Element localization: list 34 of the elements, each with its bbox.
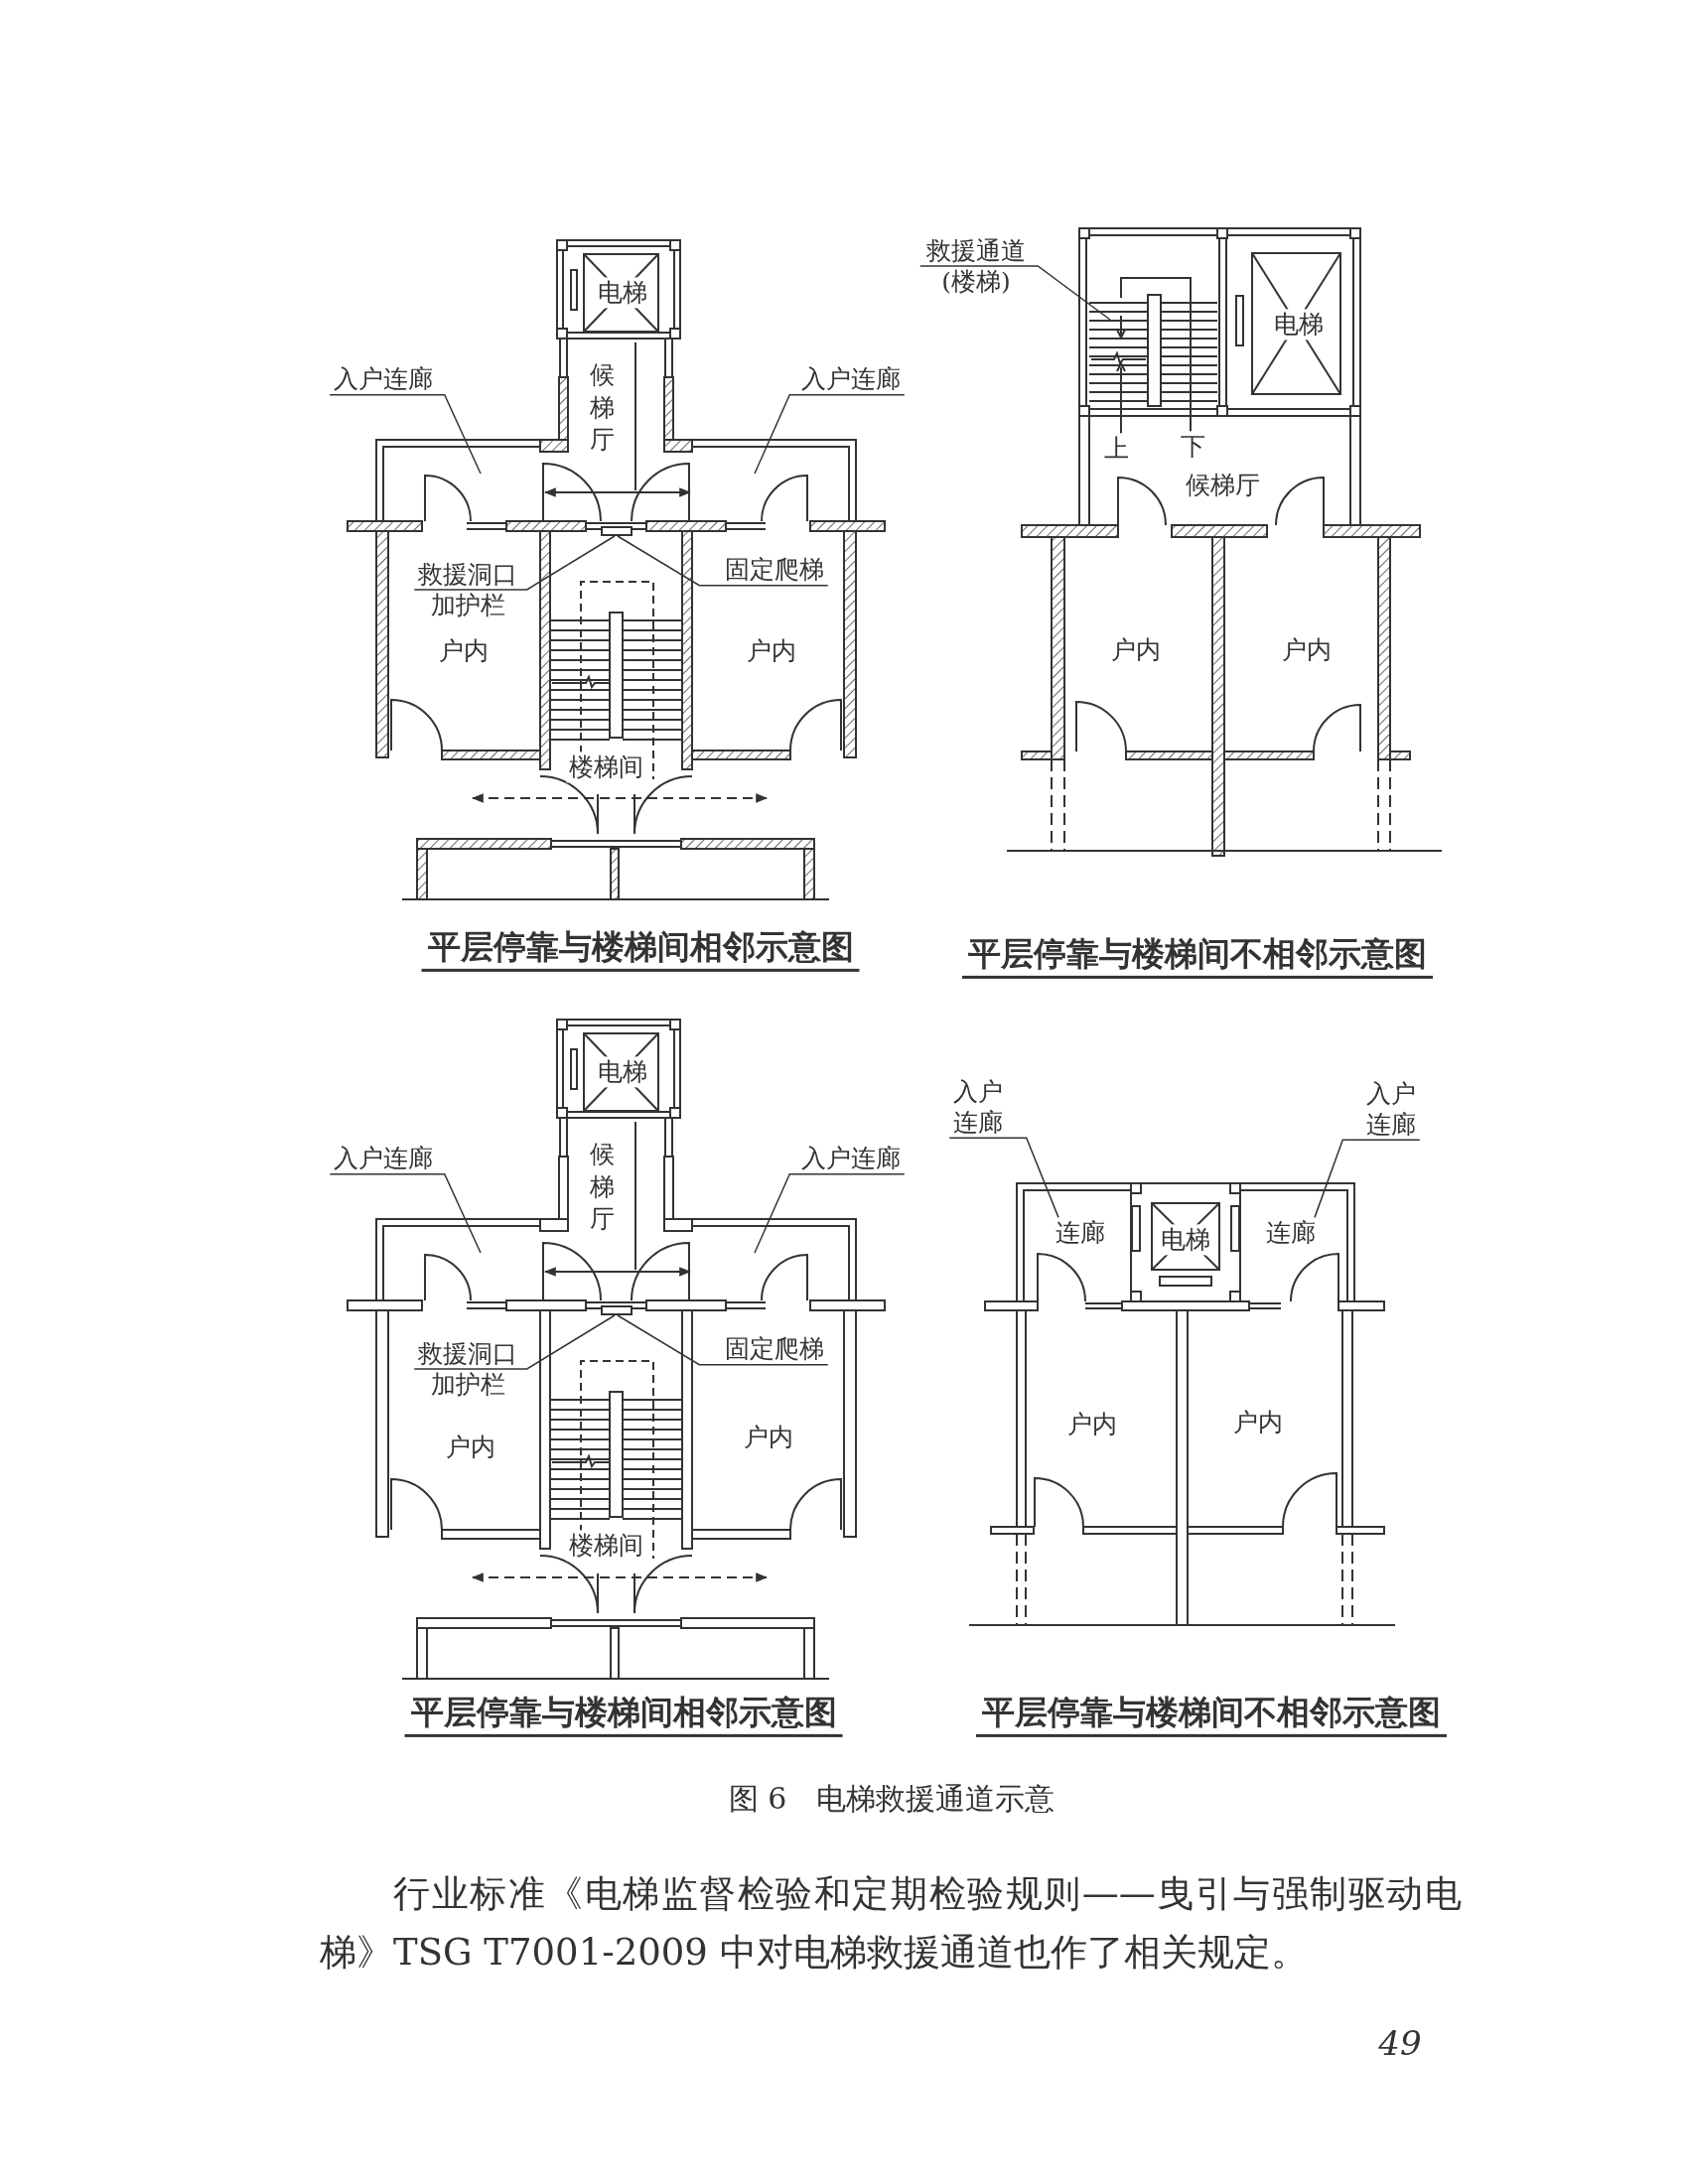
leader-line — [754, 393, 906, 475]
callout-label: 入户连廊 — [330, 363, 437, 395]
leader-line — [413, 535, 616, 591]
leader-line — [754, 1172, 906, 1254]
callout-label: 入户连廊 — [797, 363, 905, 395]
corridor-label: 连廊 — [1052, 1217, 1109, 1249]
leader-line — [919, 265, 1111, 321]
figure-title: 平层停靠与楼梯间不相邻示意图 — [976, 1691, 1447, 1738]
callout-label: 入户连廊 — [1362, 1077, 1420, 1141]
leader-line — [948, 1137, 1059, 1219]
page-number: 49 — [1378, 2021, 1422, 2065]
figure-title: 平层停靠与楼梯间相邻示意图 — [421, 925, 860, 973]
room-label: 电梯 — [1272, 309, 1326, 341]
callout-label: 固定爬梯 — [721, 1333, 828, 1365]
leader-line — [413, 1314, 616, 1370]
callout-label: 救援洞口加护栏 — [414, 1337, 521, 1401]
figure-title: 平层停靠与楼梯间相邻示意图 — [404, 1691, 843, 1738]
callout-label: 救援洞口加护栏 — [414, 558, 521, 621]
leader-line — [329, 1172, 482, 1254]
leader-line — [617, 1314, 829, 1366]
callout-label: 入户连廊 — [949, 1075, 1007, 1139]
room-label: 电梯 — [596, 1056, 649, 1088]
room-label: 电梯 — [1159, 1224, 1212, 1256]
corridor-label: 连廊 — [1262, 1217, 1320, 1249]
callout-label: 救援通道(楼梯) — [919, 234, 1033, 298]
callout-label: 入户连廊 — [797, 1143, 905, 1174]
body-text: 行业标准《电梯监督检验和定期检验规则——曳引与强制驱动电梯》TSG T7001-2009 中对电梯救援通道也作了相关规定。 — [320, 1871, 1462, 1976]
figure-title: 平层停靠与楼梯间不相邻示意图 — [962, 932, 1433, 980]
callout-label: 入户连廊 — [330, 1143, 437, 1174]
figure-caption: 图 6 电梯救援通道示意 — [728, 1780, 1055, 1818]
room-label: 电梯 — [596, 277, 649, 309]
leader-line — [329, 393, 482, 475]
callout-label: 固定爬梯 — [721, 554, 828, 586]
leader-line — [1314, 1139, 1421, 1219]
